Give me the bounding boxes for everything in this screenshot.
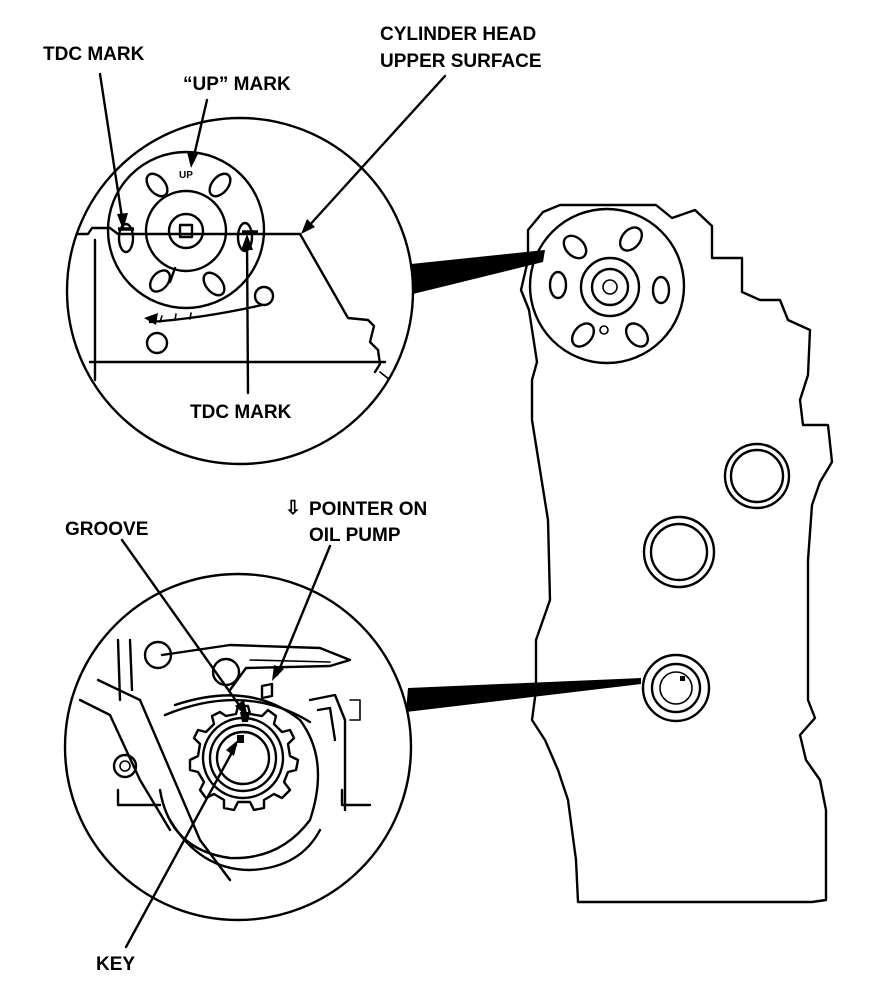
cylinder-head-label-line1: CYLINDER HEAD (380, 24, 536, 45)
up-text: UP (179, 170, 193, 181)
bottom-callout-wedge (406, 678, 641, 712)
labels: TDC MARK “UP” MARK CYLINDER HEAD UPPER S… (43, 24, 542, 975)
pointer-arrow-icon: ⇩ (285, 498, 301, 519)
top-detail-view: UP (65, 116, 415, 466)
crank-sprocket (188, 682, 300, 812)
pointer-label-line1: POINTER ON (309, 499, 427, 520)
block-camshaft-pulley (528, 207, 686, 365)
top-detail-circle (65, 116, 415, 466)
key-label: KEY (96, 954, 135, 975)
detail-camshaft-pulley: UP (106, 150, 266, 310)
bottom-detail-view (63, 572, 413, 922)
tdc-mark-bottom-label: TDC MARK (190, 402, 292, 423)
engine-block (519, 203, 834, 904)
cylinder-head-label-line2: UPPER SURFACE (380, 51, 542, 72)
block-hole-middle (642, 515, 716, 589)
tdc-mark-top-label: TDC MARK (43, 44, 145, 65)
block-hole-upper (723, 442, 791, 510)
pointer-label-line2: OIL PUMP (309, 525, 401, 546)
bottom-detail-circle (63, 572, 413, 922)
leader-lines (98, 72, 447, 949)
engine-block-outline (519, 203, 834, 904)
groove-label: GROOVE (65, 519, 148, 540)
up-mark-label: “UP” MARK (183, 74, 291, 95)
block-crankshaft-pulley (641, 653, 711, 723)
top-callout-wedge (411, 250, 545, 294)
